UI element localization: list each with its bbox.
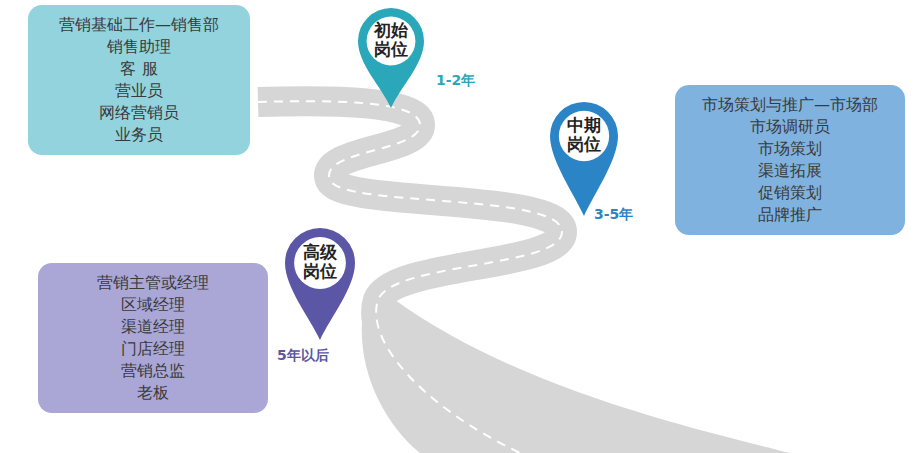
year-range-label: 5年以后 xyxy=(277,347,329,365)
role-item: 老板 xyxy=(137,382,169,404)
pin-face xyxy=(294,237,346,289)
role-item: 网络营销员 xyxy=(99,102,179,124)
map-pin: 中期岗位 xyxy=(548,100,620,218)
role-item: 客 服 xyxy=(120,58,157,80)
road-centerline xyxy=(258,101,562,453)
year-range-label: 3-5年 xyxy=(594,206,633,224)
pin-body xyxy=(285,228,355,340)
year-range-label: 1-2年 xyxy=(436,72,475,90)
role-item: 市场调研员 xyxy=(750,116,830,138)
pin-body xyxy=(358,8,424,108)
pin-body xyxy=(550,102,618,216)
role-item: 门店经理 xyxy=(121,338,185,360)
role-item: 品牌推广 xyxy=(758,204,822,226)
role-item: 渠道拓展 xyxy=(758,160,822,182)
role-item: 促销策划 xyxy=(758,182,822,204)
role-item: 市场策划 xyxy=(758,138,822,160)
road-body xyxy=(258,101,562,453)
pin-face xyxy=(367,17,416,66)
stage-title: 高级岗位 xyxy=(303,244,337,281)
stage-title: 初始岗位 xyxy=(374,22,408,59)
department-heading: 营销基础工作—销售部 xyxy=(59,14,219,36)
role-item: 业务员 xyxy=(115,124,163,146)
role-item: 销售助理 xyxy=(107,36,171,58)
department-heading: 营销主管或经理 xyxy=(97,272,209,294)
role-item: 营业员 xyxy=(115,80,163,102)
pin-face xyxy=(559,111,609,161)
stage-title: 中期岗位 xyxy=(567,117,601,154)
map-pin: 初始岗位 xyxy=(356,6,426,110)
role-list-box: 营销主管或经理区域经理渠道经理门店经理营销总监老板 xyxy=(38,263,268,413)
role-item: 渠道经理 xyxy=(121,316,185,338)
department-heading: 市场策划与推广—市场部 xyxy=(702,94,878,116)
role-item: 区域经理 xyxy=(121,294,185,316)
role-list-box: 市场策划与推广—市场部市场调研员市场策划渠道拓展促销策划品牌推广 xyxy=(675,85,905,235)
role-item: 营销总监 xyxy=(121,360,185,382)
map-pin: 高级岗位 xyxy=(283,226,357,342)
role-list-box: 营销基础工作—销售部销售助理客 服营业员网络营销员业务员 xyxy=(28,5,250,155)
